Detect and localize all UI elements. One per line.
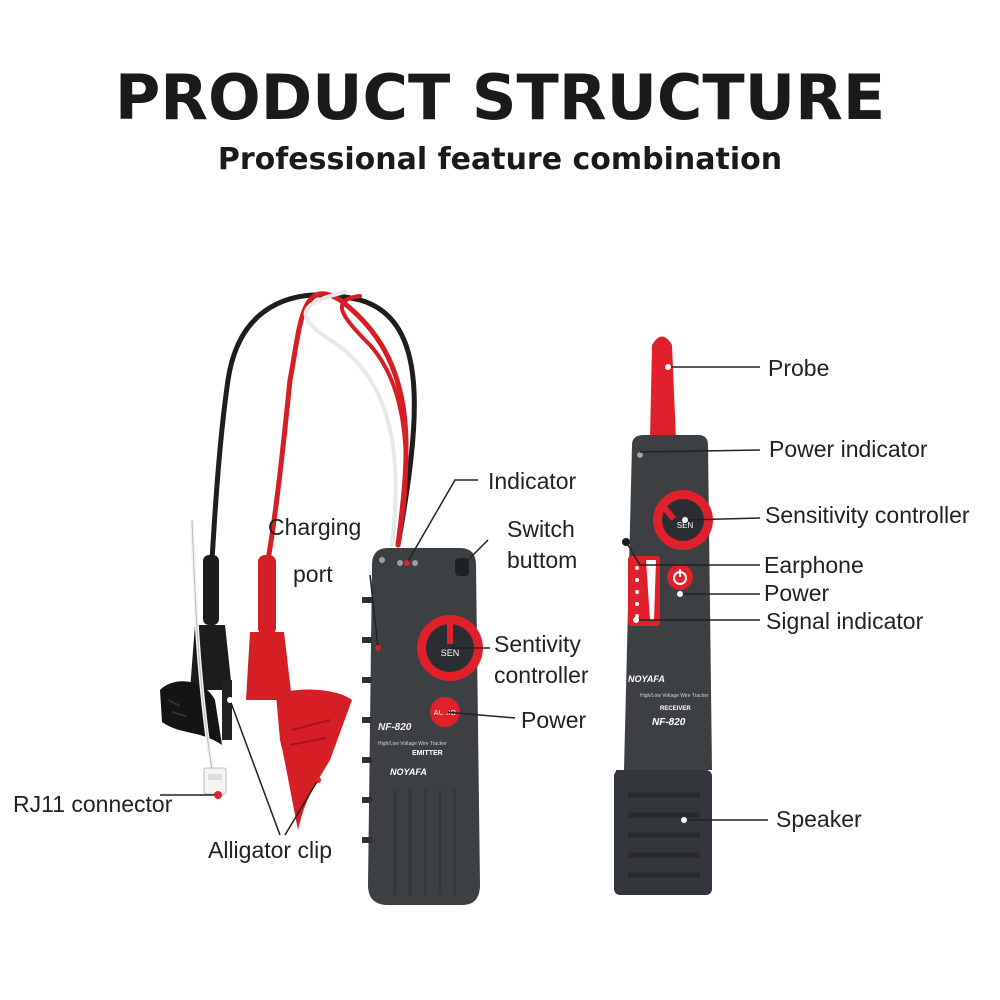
emitter-knob-label: SEN <box>441 648 460 658</box>
receiver-type-label: RECEIVER <box>660 706 691 712</box>
page-title: PRODUCT STRUCTURE <box>114 61 886 134</box>
label-indicator: Indicator <box>488 468 577 494</box>
page-subtitle: Professional feature combination <box>217 142 783 177</box>
emitter-brand: NOYAFA <box>390 767 427 777</box>
label-switch-line2: buttom <box>507 547 578 573</box>
receiver-body <box>614 435 712 895</box>
emitter-type-label: EMITTER <box>412 750 443 757</box>
label-emitter-power: Power <box>521 707 587 733</box>
label-receiver-sensitivity: Sensitivity controller <box>765 502 970 528</box>
receiver-signal-indicator <box>628 556 660 626</box>
emitter-model: NF-820 <box>378 722 412 733</box>
label-charging-line1: Charging <box>268 514 362 540</box>
leader-dots <box>214 364 688 823</box>
receiver-probe <box>650 336 676 440</box>
label-speaker: Speaker <box>776 806 862 832</box>
label-sensitivity-line2: controller <box>494 662 589 688</box>
label-alligator: Alligator clip <box>208 837 332 863</box>
label-charging-line2: port <box>293 561 333 587</box>
receiver-model: NF-820 <box>652 717 686 728</box>
label-probe: Probe <box>768 355 830 381</box>
emitter-cables <box>209 290 417 563</box>
label-sensitivity-line1: Sentivity <box>494 631 581 657</box>
label-signal-indicator: Signal indicator <box>766 608 924 634</box>
receiver-power-button[interactable] <box>667 564 693 590</box>
label-receiver-power: Power <box>764 580 830 606</box>
label-switch-line1: Switch <box>507 516 575 542</box>
leader-lines <box>160 366 768 836</box>
label-power-indicator: Power indicator <box>769 436 928 462</box>
receiver-knob-label: SEN <box>677 521 694 530</box>
red-alligator-clip <box>246 555 352 830</box>
receiver-brand: NOYAFA <box>628 674 665 684</box>
receiver-description: High/Low Voltage Wire Tracker <box>640 693 709 699</box>
label-earphone: Earphone <box>764 552 864 578</box>
label-rj11: RJ11 connector <box>13 791 173 817</box>
emitter-description: High/Low Voltage Wire Tracker <box>378 741 447 747</box>
